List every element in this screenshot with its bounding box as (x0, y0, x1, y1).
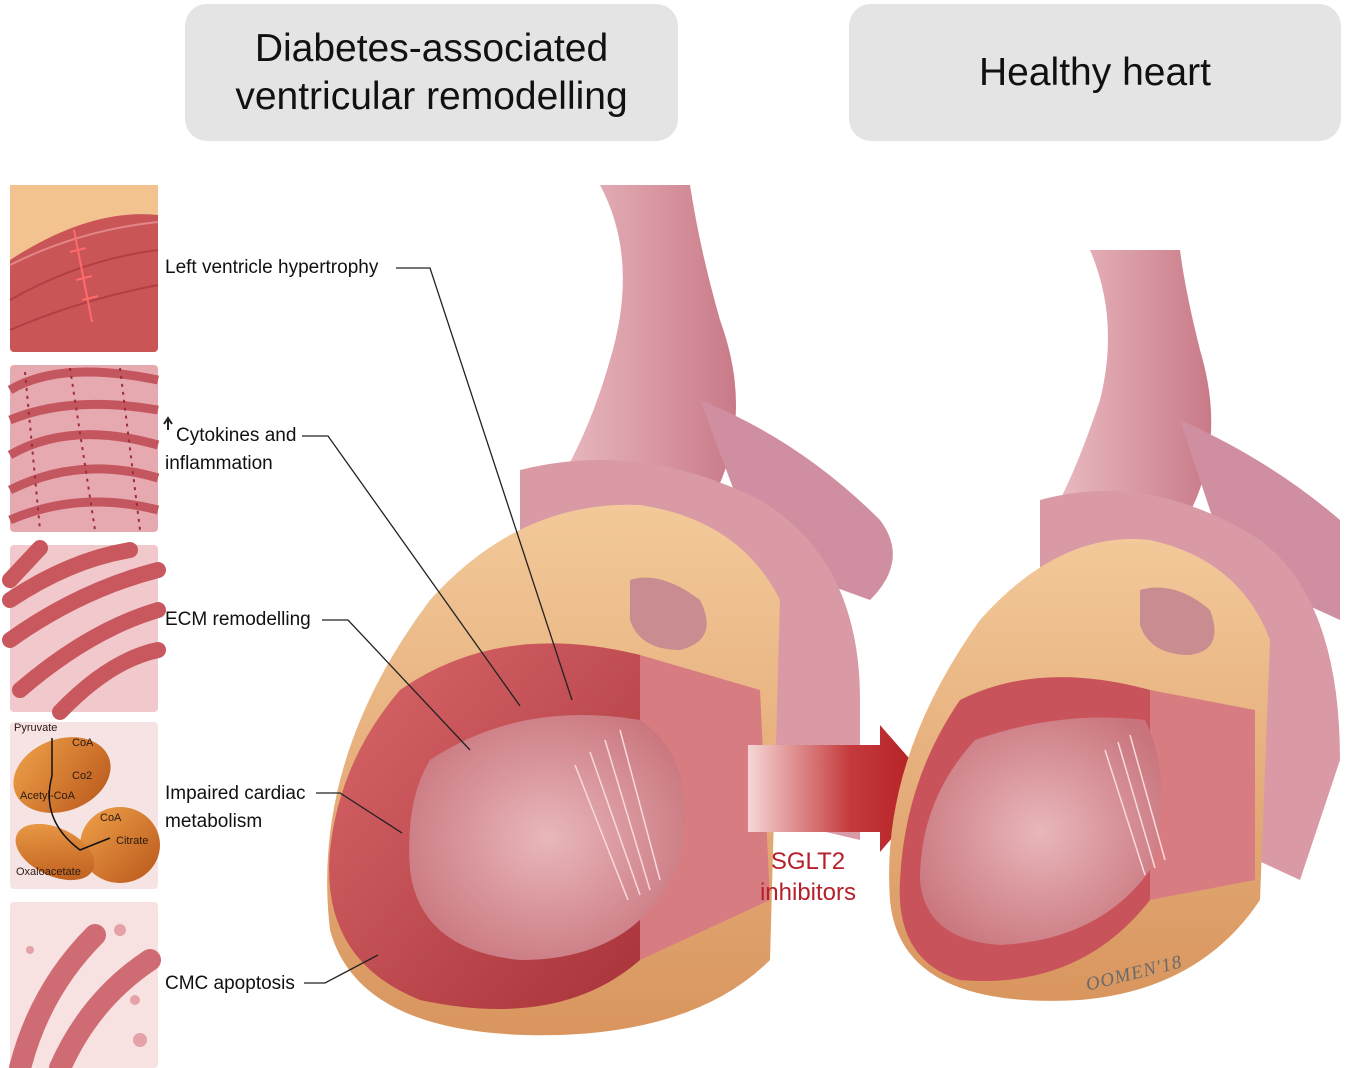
label-metabolism-line1: Impaired cardiac (165, 780, 305, 807)
mito-citrate: Citrate (116, 835, 148, 847)
thumbnail-ecm (10, 545, 158, 712)
header-left-line2: ventricular remodelling (235, 73, 627, 121)
mito-oxaloacetate: Oxaloacetate (16, 866, 81, 878)
healthy-heart (889, 250, 1340, 1001)
header-healthy-heart: Healthy heart (849, 4, 1341, 141)
sglt2-label: SGLT2 inhibitors (733, 846, 883, 908)
mito-pyruvate: Pyruvate (14, 722, 57, 734)
label-cmc-apoptosis: CMC apoptosis (165, 970, 295, 997)
sglt2-line1: SGLT2 (733, 846, 883, 877)
label-cytokines-line1: Cytokines and (176, 422, 296, 449)
header-diabetes-remodelling: Diabetes-associated ventricular remodell… (185, 4, 678, 141)
header-left-line1: Diabetes-associated (235, 25, 627, 73)
label-cytokines-line2: inflammation (165, 450, 273, 477)
label-ecm-remodelling: ECM remodelling (165, 606, 311, 633)
mito-coa-1: CoA (72, 737, 93, 749)
mito-acetyl-coa: Acetyl-CoA (20, 790, 75, 802)
thumbnail-apoptosis (10, 902, 158, 1068)
header-right-text: Healthy heart (979, 51, 1211, 95)
sglt2-line2: inhibitors (733, 877, 883, 908)
thumbnail-inflammation (10, 365, 158, 532)
label-lv-hypertrophy: Left ventricle hypertrophy (165, 254, 378, 281)
mito-coa-2: CoA (100, 812, 121, 824)
thumbnail-hypertrophy (10, 185, 158, 352)
label-metabolism-line2: metabolism (165, 808, 262, 835)
mito-co2: Co2 (72, 770, 92, 782)
